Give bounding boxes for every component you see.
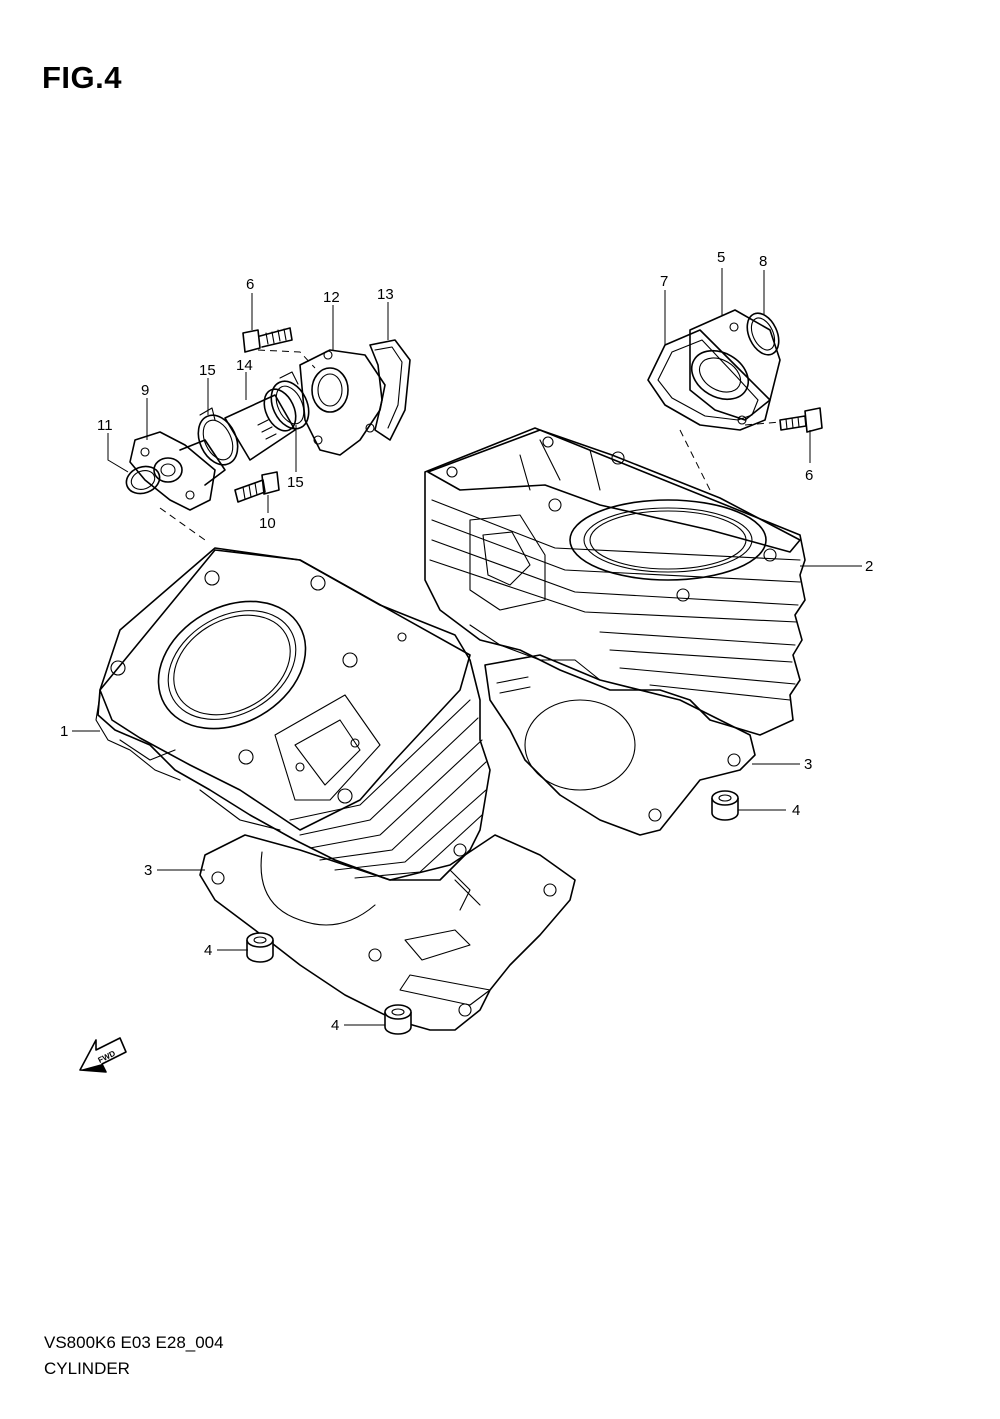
dowel-pin-rear: [711, 790, 739, 821]
dowel-pin-front-upper: [246, 932, 274, 963]
callout-8: 8: [759, 253, 767, 270]
front-intake-pipe-assembly: [125, 327, 411, 511]
callout-15-lower: 15: [287, 474, 304, 491]
callout-4-front-lower: 4: [331, 1017, 339, 1034]
callout-2: 2: [865, 558, 873, 575]
figure-title: FIG.4: [42, 60, 123, 95]
callout-4-rear: 4: [792, 802, 800, 819]
callout-4-front-upper: 4: [204, 942, 212, 959]
rear-intake-pipe-assembly: [647, 309, 823, 433]
callout-13: 13: [377, 286, 394, 303]
callout-5: 5: [717, 249, 725, 266]
rear-base-gasket-part-3: [484, 654, 756, 836]
part-group-name: CYLINDER: [44, 1359, 130, 1378]
front-base-gasket-part-3: [199, 834, 576, 1031]
callout-labels: 6 12 13 15 14 9 11 15 10 7 5 8 6 2 1 3 4…: [60, 249, 873, 1034]
callout-1: 1: [60, 723, 68, 740]
callout-3-rear: 3: [804, 756, 812, 773]
dowel-pin-front-lower: [384, 1004, 412, 1035]
model-code: VS800K6 E03 E28_004: [44, 1333, 224, 1352]
callout-6-upper: 6: [246, 276, 254, 293]
leader-lines: [72, 268, 862, 1026]
rear-cylinder-part-2: [424, 427, 806, 736]
dowel-pins-part-4: [246, 790, 739, 1035]
callout-6-rear: 6: [805, 467, 813, 484]
callout-14: 14: [236, 357, 253, 374]
callout-9: 9: [141, 382, 149, 399]
callout-10: 10: [259, 515, 276, 532]
callout-3-front: 3: [144, 862, 152, 879]
callout-15-upper: 15: [199, 362, 216, 379]
callout-7: 7: [660, 273, 668, 290]
front-cylinder-part-1: [95, 547, 491, 881]
callout-12: 12: [323, 289, 340, 306]
callout-11: 11: [97, 417, 113, 434]
assembly-dashed-lines: [159, 349, 781, 541]
fwd-direction-arrow: FWD: [79, 1037, 127, 1073]
